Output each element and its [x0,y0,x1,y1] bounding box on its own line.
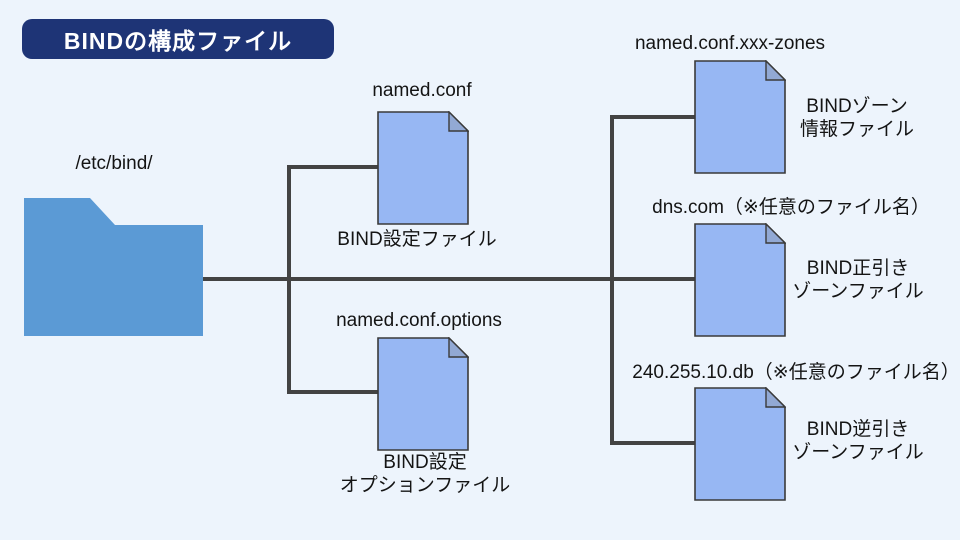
caption-line: BIND設定ファイル [337,229,497,250]
page-title: BINDの構成ファイル [63,28,293,54]
caption-line: BINDゾーン [806,96,908,117]
document-caption-named-conf-options: BIND設定 オプションファイル [325,451,525,497]
document-title-dns-com: dns.com（※任意のファイル名） [652,197,930,218]
document-caption-xxx-zones: BINDゾーン 情報ファイル [787,95,927,141]
connector-left-branch [287,165,291,394]
document-title-reverse-db: 240.255.10.db（※任意のファイル名） [632,362,960,383]
caption-line: ゾーンファイル [792,442,924,463]
document-icon-dns-com [694,223,786,337]
document-title-named-conf: named.conf [372,80,472,101]
document-caption-dns-com: BIND正引き ゾーンファイル [788,257,928,303]
connector-right-branch [610,115,614,445]
folder-label: /etc/bind/ [75,153,153,174]
connector-main-horizontal [202,277,696,281]
document-body [694,223,786,337]
document-icon-reverse-db [694,387,786,501]
document-fold-corner [765,223,786,244]
document-fold-corner [765,387,786,408]
document-icon-named-conf-options [377,337,469,451]
title-banner: BINDの構成ファイル [22,19,334,59]
document-icon-xxx-zones [694,60,786,174]
connector-stub-named-conf [287,165,379,169]
document-body [377,337,469,451]
folder-icon [24,198,203,336]
document-caption-named-conf: BIND設定ファイル [322,228,512,251]
caption-line: BIND正引き [806,258,910,279]
caption-line: BIND設定 [383,452,467,473]
document-body [377,111,469,225]
caption-line: ゾーンファイル [792,281,924,302]
connector-stub-xxx-zones [610,115,696,119]
document-fold-corner [448,111,469,132]
document-icon-named-conf [377,111,469,225]
document-title-named-conf-options: named.conf.options [336,310,502,331]
connector-stub-named-conf-options [287,390,379,394]
document-fold-corner [765,60,786,81]
caption-line: オプションファイル [339,475,511,496]
document-title-xxx-zones: named.conf.xxx-zones [634,33,826,54]
caption-line: 情報ファイル [799,119,914,140]
document-fold-corner [448,337,469,358]
document-body [694,387,786,501]
connector-stub-reverse-zone [610,441,696,445]
caption-line: BIND逆引き [806,419,910,440]
document-caption-reverse-db: BIND逆引き ゾーンファイル [788,418,928,464]
document-body [694,60,786,174]
